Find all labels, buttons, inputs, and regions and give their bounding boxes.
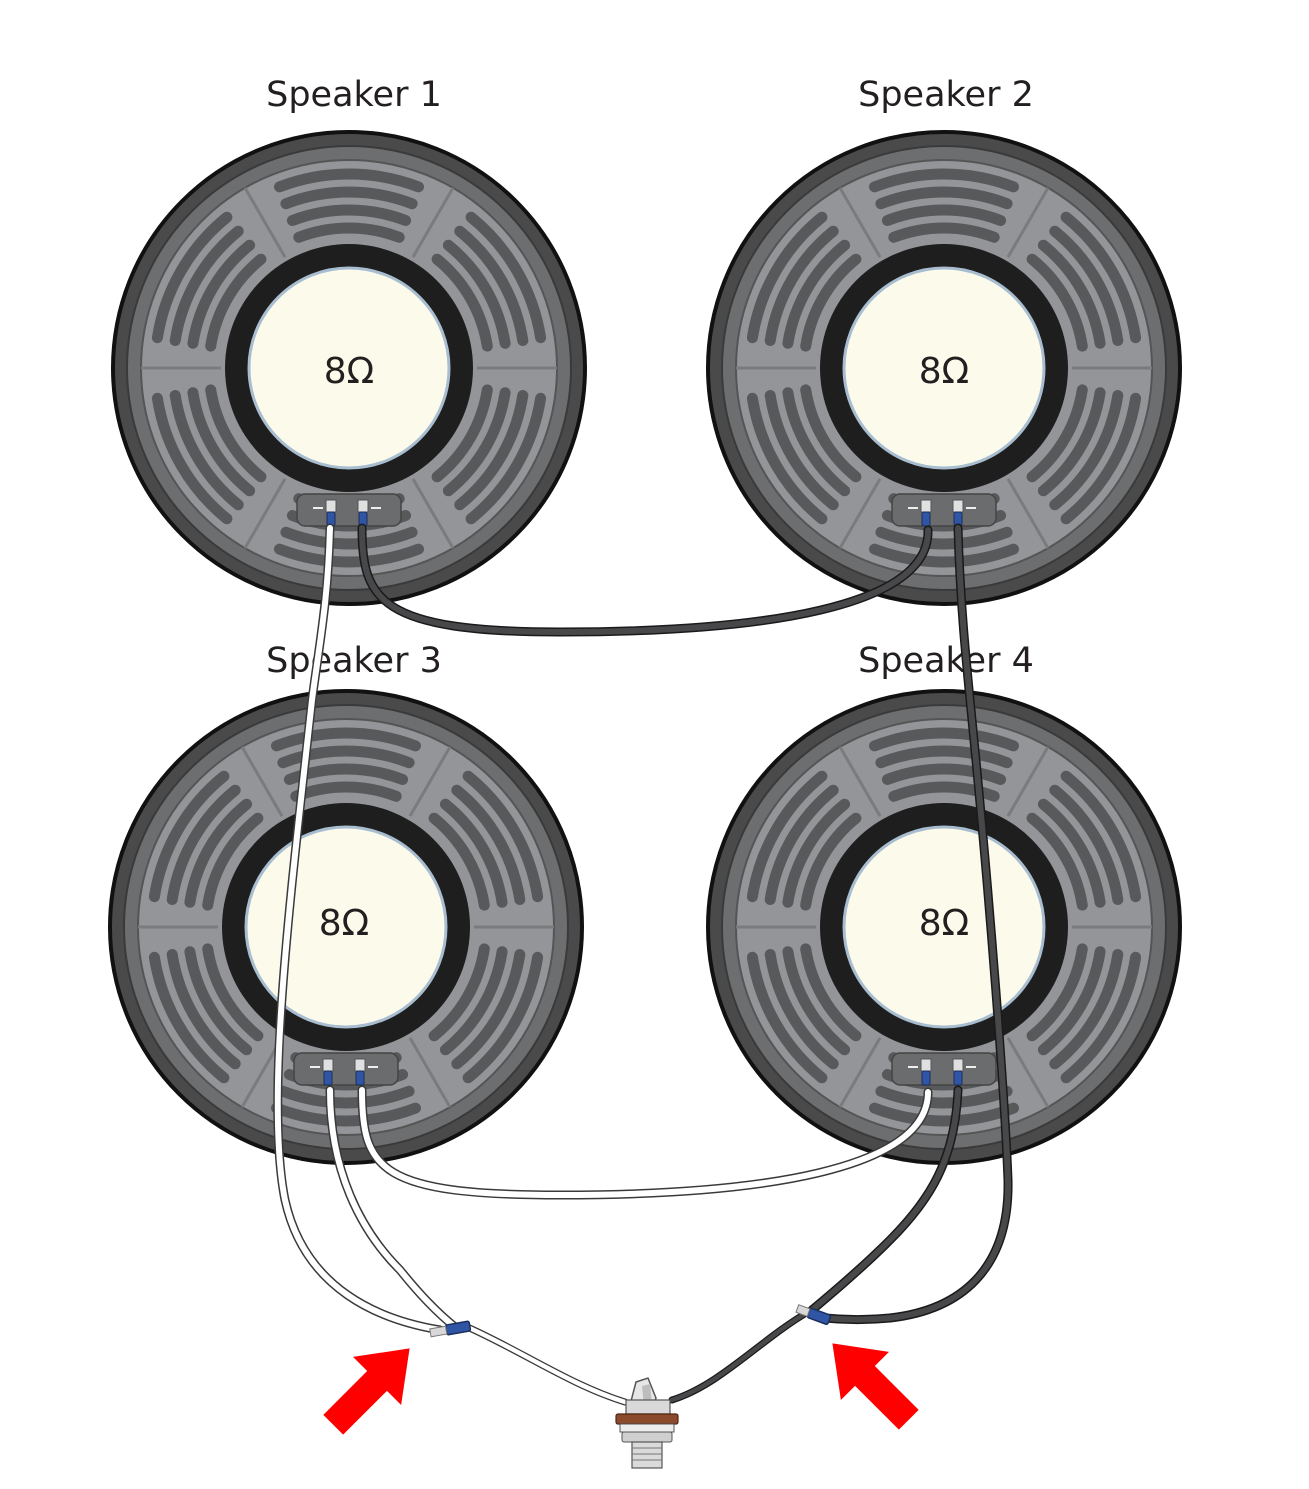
speaker-3-title: Speaker 3 (266, 641, 442, 681)
negative-terminal (354, 1058, 366, 1072)
positive-terminal (322, 1058, 334, 1072)
speaker-4-title: Speaker 4 (858, 641, 1034, 681)
speaker-4 (706, 689, 1182, 1165)
speaker-terminals (310, 1058, 378, 1086)
speaker-4-impedance: 8Ω (919, 903, 969, 944)
red-arrow-icon (832, 1343, 919, 1430)
terminal-plate (296, 493, 402, 527)
speaker-terminals (908, 499, 976, 527)
speaker-3-impedance: 8Ω (319, 903, 369, 944)
positive-terminal (920, 1058, 932, 1072)
speaker-2-impedance: 8Ω (919, 351, 969, 392)
positive-terminal (325, 499, 337, 513)
terminal-plate (891, 1052, 997, 1086)
speaker-dust-cap (842, 266, 1046, 470)
speaker-terminals (908, 1058, 976, 1086)
speaker-2-title: Speaker 2 (858, 75, 1034, 115)
negative-terminal (357, 499, 369, 513)
negative-terminal (952, 1058, 964, 1072)
output-jack-icon (615, 1377, 679, 1469)
left-junction-connector (429, 1320, 472, 1338)
speaker-terminals (313, 499, 381, 527)
speaker-1-impedance: 8Ω (324, 351, 374, 392)
speaker-dust-cap (247, 266, 451, 470)
speaker-2 (706, 130, 1182, 606)
red-arrow-icon (323, 1348, 410, 1435)
terminal-plate (891, 493, 997, 527)
positive-terminal (920, 499, 932, 513)
right-junction-connector (795, 1304, 832, 1325)
speaker-3 (108, 689, 584, 1165)
negative-terminal (952, 499, 964, 513)
speaker-1 (111, 130, 587, 606)
wiring (273, 523, 1013, 1406)
speaker-1-title: Speaker 1 (266, 75, 442, 115)
terminal-plate (293, 1052, 399, 1086)
